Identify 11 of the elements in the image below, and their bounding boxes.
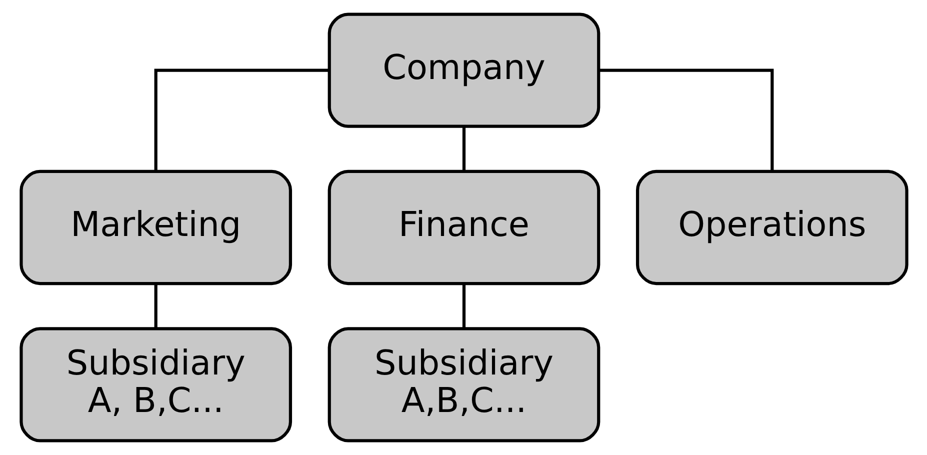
connector bbox=[598, 68, 774, 172]
node-box: Finance bbox=[327, 170, 600, 286]
connector bbox=[154, 68, 329, 172]
node-box: Subsidiary A, B,C... bbox=[19, 327, 292, 442]
connector bbox=[462, 284, 466, 328]
node-box: Marketing bbox=[19, 170, 292, 286]
node-box: Operations bbox=[635, 170, 908, 286]
node-box: Subsidiary A,B,C... bbox=[327, 327, 600, 442]
connector bbox=[462, 126, 466, 172]
connector bbox=[154, 284, 157, 328]
node-box: Company bbox=[327, 12, 600, 128]
